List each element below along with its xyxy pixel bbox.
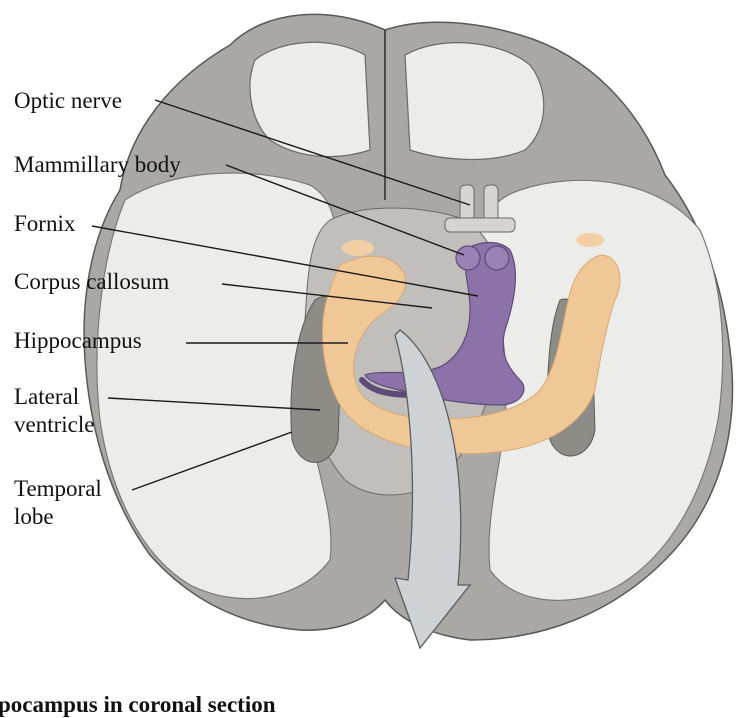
label-corpus-callosum: Corpus callosum <box>14 269 169 294</box>
label-optic-nerve: Optic nerve <box>14 88 122 113</box>
label-fornix: Fornix <box>14 211 76 236</box>
label-hippocampus: Hippocampus <box>14 328 142 353</box>
mammillary-body-left <box>456 246 480 270</box>
label-temporal-lobe-2: lobe <box>14 504 54 529</box>
label-lateral-ventricle-1: Lateral <box>14 384 79 409</box>
label-lateral-ventricle-2: ventricle <box>14 412 94 437</box>
caption-coronal-section: pocampus in coronal section <box>0 692 276 717</box>
label-mammillary-body: Mammillary body <box>14 152 181 177</box>
mammillary-body-right <box>485 246 509 270</box>
label-temporal-lobe-1: Temporal <box>14 476 102 501</box>
